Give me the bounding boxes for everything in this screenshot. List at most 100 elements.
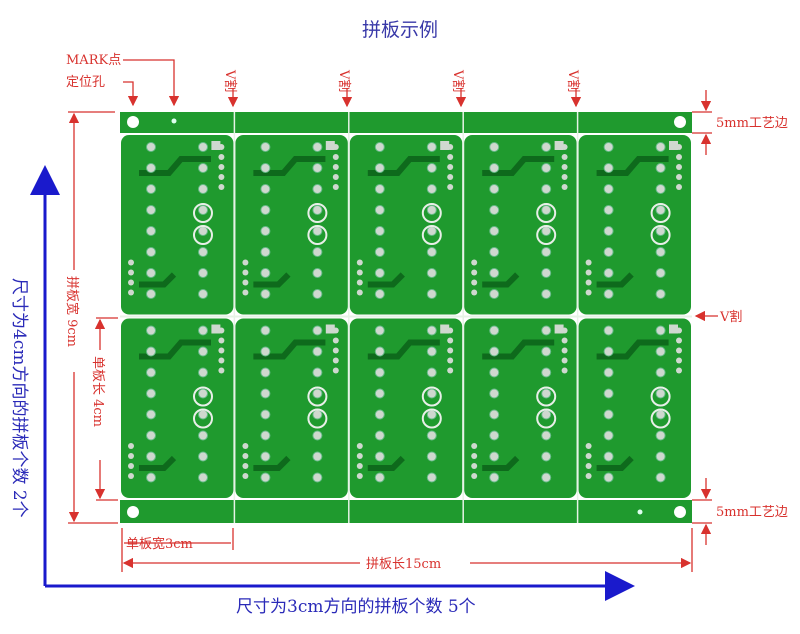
pad bbox=[146, 409, 156, 420]
mark-point-arrow bbox=[123, 59, 180, 107]
silkscreen-circle bbox=[536, 225, 557, 245]
pad bbox=[489, 430, 500, 441]
pad bbox=[312, 163, 323, 173]
silkscreen-circle bbox=[650, 408, 671, 429]
pad bbox=[332, 174, 339, 180]
pad bbox=[676, 174, 682, 180]
silkscreen-circle bbox=[421, 225, 442, 245]
pcb-panel bbox=[120, 112, 692, 523]
pad bbox=[541, 289, 552, 299]
pad bbox=[218, 357, 225, 364]
pad bbox=[218, 184, 225, 190]
pad bbox=[128, 269, 134, 276]
pad bbox=[561, 184, 568, 190]
silkscreen-circle bbox=[536, 203, 557, 223]
silkscreen-circle bbox=[193, 225, 213, 245]
pad bbox=[128, 463, 134, 469]
panel-width-label: 拼板宽 9cm bbox=[64, 276, 80, 347]
pad bbox=[218, 154, 225, 160]
pad bbox=[471, 443, 478, 449]
pad bbox=[146, 205, 156, 215]
pad bbox=[146, 226, 156, 236]
pad bbox=[655, 226, 666, 236]
pad bbox=[260, 430, 271, 441]
pad bbox=[356, 259, 363, 266]
locating-hole bbox=[127, 506, 139, 518]
pad bbox=[242, 473, 249, 479]
pad bbox=[489, 247, 500, 257]
pad bbox=[447, 164, 454, 170]
pad bbox=[312, 409, 323, 420]
pad bbox=[218, 174, 225, 180]
pad bbox=[603, 226, 614, 236]
pad bbox=[260, 289, 271, 299]
pad bbox=[218, 337, 225, 344]
pad bbox=[655, 388, 666, 399]
pad bbox=[489, 226, 500, 236]
pad bbox=[489, 142, 500, 152]
pad bbox=[426, 268, 437, 278]
pad bbox=[374, 346, 385, 357]
pad bbox=[198, 163, 208, 173]
pad bbox=[489, 184, 500, 194]
pad bbox=[603, 430, 614, 441]
pad bbox=[374, 409, 385, 420]
pad bbox=[374, 184, 385, 194]
pad bbox=[312, 142, 323, 152]
pad bbox=[655, 325, 666, 336]
pad bbox=[374, 163, 385, 173]
pad bbox=[332, 154, 339, 160]
silkscreen-circle bbox=[307, 203, 328, 223]
pad bbox=[260, 247, 271, 257]
pad bbox=[585, 453, 592, 459]
pad bbox=[561, 337, 568, 344]
pad bbox=[146, 367, 156, 378]
pad bbox=[603, 325, 614, 336]
pad bbox=[242, 259, 249, 266]
pad bbox=[541, 472, 552, 483]
pad bbox=[603, 289, 614, 299]
pad bbox=[489, 346, 500, 357]
pad bbox=[356, 463, 363, 469]
pad bbox=[260, 388, 271, 399]
pad bbox=[312, 289, 323, 299]
pad bbox=[489, 367, 500, 378]
pad bbox=[260, 184, 271, 194]
pad bbox=[198, 430, 208, 441]
pad bbox=[585, 259, 592, 266]
pad bbox=[356, 443, 363, 449]
pad bbox=[489, 388, 500, 399]
pad bbox=[332, 367, 339, 374]
silkscreen-circle bbox=[650, 386, 671, 407]
copper-trace bbox=[367, 156, 440, 288]
pad bbox=[561, 164, 568, 170]
pad bbox=[332, 347, 339, 354]
silkscreen-circle bbox=[421, 386, 442, 407]
pad bbox=[426, 247, 437, 257]
pad bbox=[655, 472, 666, 483]
pad bbox=[198, 247, 208, 257]
pad bbox=[447, 337, 454, 344]
pad bbox=[260, 325, 271, 336]
pad bbox=[312, 226, 323, 236]
pad bbox=[374, 451, 385, 462]
pad bbox=[260, 163, 271, 173]
pad bbox=[676, 337, 682, 344]
pad bbox=[312, 325, 323, 336]
pad bbox=[426, 451, 437, 462]
pad bbox=[603, 163, 614, 173]
pad bbox=[198, 142, 208, 152]
square-pad bbox=[440, 324, 450, 334]
pad bbox=[489, 451, 500, 462]
pad bbox=[260, 205, 271, 215]
pad bbox=[585, 463, 592, 469]
pad bbox=[426, 205, 437, 215]
pad bbox=[471, 289, 478, 296]
v-cut-label: V割 bbox=[450, 69, 466, 92]
pad bbox=[146, 289, 156, 299]
pad bbox=[489, 409, 500, 420]
pad bbox=[242, 463, 249, 469]
pad bbox=[541, 367, 552, 378]
pad bbox=[447, 154, 454, 160]
pad bbox=[541, 268, 552, 278]
